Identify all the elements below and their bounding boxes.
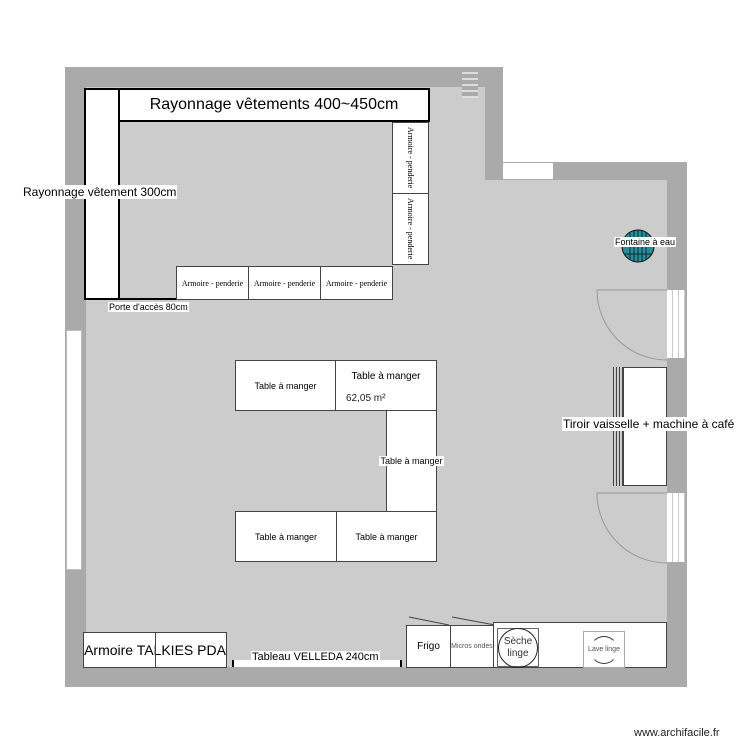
wardrobe-label: Armoire - penderie bbox=[325, 278, 388, 288]
watermark: www.archifacile.fr bbox=[634, 727, 720, 739]
window-top-right bbox=[503, 163, 553, 179]
table-label: Table à manger bbox=[254, 531, 318, 542]
whiteboard-label: Tableau VELLEDA 240cm bbox=[251, 651, 380, 663]
wardrobe-label: Armoire - penderie bbox=[181, 278, 244, 288]
door-arc-1 bbox=[596, 289, 668, 361]
dining-table[interactable]: Table à manger bbox=[235, 360, 336, 411]
area-label: 62,05 m² bbox=[346, 393, 386, 404]
wardrobe[interactable]: Armoire - penderie bbox=[176, 266, 249, 300]
fridge-label: Frigo bbox=[417, 641, 440, 652]
fridge[interactable]: Frigo bbox=[406, 625, 451, 668]
shelf-left-label: Rayonnage vêtement 300cm bbox=[22, 185, 178, 199]
dryer-label: Sèche linge bbox=[503, 635, 533, 659]
wall-step-vertical bbox=[485, 67, 503, 180]
microwave-label: Micros ondes bbox=[451, 643, 493, 650]
wardrobe-label: Armoire - penderie bbox=[253, 278, 316, 288]
dining-table[interactable]: Table à manger bbox=[235, 511, 337, 562]
access-door-label: Porte d'accès 80cm bbox=[108, 302, 189, 312]
door-opening-1[interactable] bbox=[667, 290, 685, 358]
wardrobe-label: Armoire - penderie bbox=[406, 127, 415, 189]
wall-bottom bbox=[65, 667, 687, 687]
table-label: Table à manger bbox=[355, 531, 418, 542]
washer-drum-icon: Lave linge bbox=[588, 635, 620, 664]
dish-drawer-label: Tiroir vaisselle + machine à café bbox=[562, 417, 736, 431]
vent-icon bbox=[462, 72, 478, 98]
shelf-top[interactable]: Rayonnage vêtements 400~450cm bbox=[118, 88, 430, 122]
wall-top bbox=[65, 67, 503, 87]
table-label: Table à manger bbox=[379, 456, 444, 466]
wardrobe-label: Armoire - penderie bbox=[406, 198, 415, 260]
cabinet-divider bbox=[155, 632, 156, 667]
dryer-drum-icon: Sèche linge bbox=[498, 627, 538, 668]
dryer[interactable]: Sèche linge bbox=[497, 627, 539, 668]
wardrobe[interactable]: Armoire - penderie bbox=[320, 266, 393, 300]
shelf-top-label: Rayonnage vêtements 400~450cm bbox=[149, 96, 399, 113]
fountain-label: Fontaine à eau bbox=[614, 237, 677, 247]
washer[interactable]: Lave linge bbox=[583, 631, 625, 668]
access-door-line bbox=[118, 298, 178, 300]
dining-table[interactable]: Table à manger bbox=[336, 511, 437, 562]
washer-label: Lave linge bbox=[588, 646, 620, 653]
wardrobe[interactable]: Armoire - penderie bbox=[392, 193, 429, 265]
whiteboard[interactable] bbox=[232, 660, 402, 667]
wardrobe[interactable]: Armoire - penderie bbox=[392, 122, 429, 194]
microwave[interactable]: Micros ondes bbox=[450, 625, 494, 668]
talkies-label: Armoire TALKIES PDA bbox=[84, 642, 226, 658]
table-label: Table à manger bbox=[351, 371, 421, 382]
door-arc-2 bbox=[596, 492, 668, 564]
dining-table[interactable]: Table à manger bbox=[379, 410, 444, 512]
appliance-door-lines bbox=[408, 616, 496, 626]
window-left bbox=[66, 330, 82, 570]
table-label: Table à manger bbox=[254, 380, 317, 391]
door-swing-arcs bbox=[596, 289, 668, 564]
door-opening-2[interactable] bbox=[667, 493, 685, 562]
wardrobe[interactable]: Armoire - penderie bbox=[248, 266, 321, 300]
